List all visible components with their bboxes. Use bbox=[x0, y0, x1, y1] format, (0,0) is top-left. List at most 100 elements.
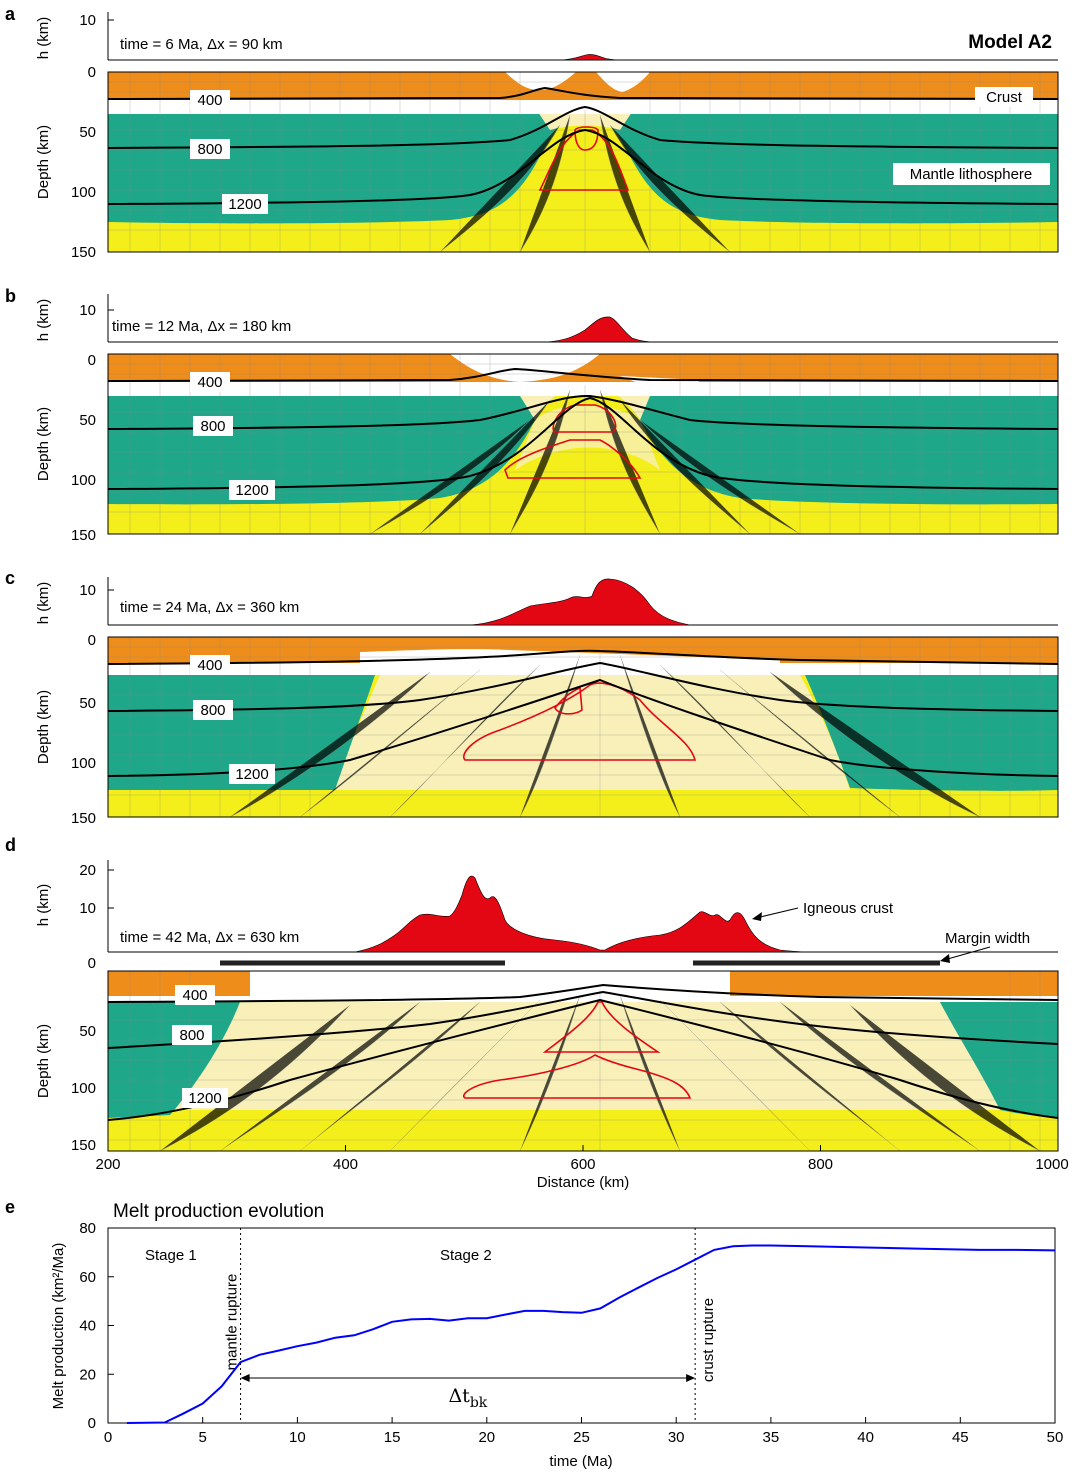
igneous-crust-arrowhead bbox=[752, 912, 762, 921]
x-tick-label: 40 bbox=[857, 1429, 874, 1446]
stage-label: Stage 2 bbox=[440, 1247, 492, 1264]
depth-tick: 0 bbox=[88, 955, 96, 972]
y-tick-label: 0 bbox=[88, 1415, 96, 1432]
h-plot-d: 20 10 h (km) time = 42 Ma, Δx = 630 km I… bbox=[35, 860, 1058, 966]
isotherms-d bbox=[108, 983, 1058, 1121]
depth-axis-c: 0 50 100 150 Depth (km) bbox=[35, 632, 96, 827]
isotherm-label: 800 bbox=[197, 141, 222, 158]
h-plot-a: 10 h (km) time = 6 Ma, Δx = 90 km bbox=[35, 12, 1058, 61]
distance-tick: 800 bbox=[808, 1156, 833, 1173]
isotherm-label: 1200 bbox=[188, 1090, 221, 1107]
isotherms-c bbox=[108, 649, 1058, 777]
info-b: time = 12 Ma, Δx = 180 km bbox=[112, 318, 291, 335]
depth-tick: 50 bbox=[79, 1023, 96, 1040]
mantle-lithosphere-a bbox=[108, 110, 1058, 224]
melt-contour-a bbox=[538, 126, 630, 191]
isotherm-label: 800 bbox=[200, 702, 225, 719]
melt-contour-c bbox=[463, 682, 697, 761]
x-tick-label: 25 bbox=[573, 1429, 590, 1446]
melt-contour-d bbox=[463, 1001, 692, 1099]
isotherm-label: 1200 bbox=[235, 482, 268, 499]
distance-tick: 400 bbox=[333, 1156, 358, 1173]
depth-axis-d: 0 50 100 150 Depth (km) bbox=[35, 955, 96, 1154]
isotherm-label: 400 bbox=[197, 657, 222, 674]
panel-letter-b: b bbox=[5, 286, 16, 306]
panel-letter-c: c bbox=[5, 568, 15, 588]
depth-axis-label-b: Depth (km) bbox=[35, 407, 52, 481]
isotherm-label: 800 bbox=[179, 1027, 204, 1044]
h-tick-d-20: 20 bbox=[79, 862, 96, 879]
depth-axis-b: 0 50 100 150 Depth (km) bbox=[35, 352, 96, 544]
margin-width-annotation: Margin width bbox=[945, 930, 1030, 947]
depth-tick: 100 bbox=[71, 1080, 96, 1097]
crust-a bbox=[108, 72, 1058, 102]
isotherm-label: 400 bbox=[182, 987, 207, 1004]
info-a: time = 6 Ma, Δx = 90 km bbox=[120, 36, 283, 53]
panel-letter-a: a bbox=[5, 4, 16, 24]
x-tick-label: 20 bbox=[478, 1429, 495, 1446]
depleted-mantle-c bbox=[330, 675, 850, 790]
melt-contour-b bbox=[504, 404, 642, 479]
depth-tick: 150 bbox=[71, 810, 96, 827]
depth-tick: 150 bbox=[71, 244, 96, 261]
depth-tick: 100 bbox=[71, 755, 96, 772]
depth-axis-label-a: Depth (km) bbox=[35, 125, 52, 199]
isotherm-label: 1200 bbox=[235, 766, 268, 783]
distance-tick: 600 bbox=[570, 1156, 595, 1173]
depth-tick: 0 bbox=[88, 632, 96, 649]
panel-b: 10 h (km) time = 12 Ma, Δx = 180 km bbox=[35, 294, 1059, 544]
h-tick-b-10: 10 bbox=[79, 302, 96, 319]
crust-annotation: Crust bbox=[986, 89, 1023, 106]
depth-tick: 150 bbox=[71, 1137, 96, 1154]
event-label: crust rupture bbox=[700, 1298, 717, 1382]
isotherm-label: 400 bbox=[197, 374, 222, 391]
crust-right-d bbox=[730, 971, 1058, 996]
x-tick-label: 15 bbox=[384, 1429, 401, 1446]
igneous-crust-c bbox=[469, 578, 691, 626]
iso-labels-d: 400 800 1200 bbox=[172, 985, 228, 1108]
h-axis-label-b: h (km) bbox=[35, 299, 52, 342]
isotherms-a bbox=[108, 86, 1058, 205]
y-tick-label: 60 bbox=[79, 1269, 96, 1286]
depth-axis-a: 0 50 100 150 Depth (km) bbox=[35, 64, 1058, 261]
event-markers: mantle rupture crust rupture bbox=[224, 1228, 717, 1423]
isotherm-label: 400 bbox=[197, 92, 222, 109]
igneous-crust-b bbox=[544, 316, 656, 343]
depth-tick: 100 bbox=[71, 184, 96, 201]
isotherms-b bbox=[108, 367, 1058, 490]
depth-tick: 50 bbox=[79, 412, 96, 429]
h-axis-label-d: h (km) bbox=[35, 884, 52, 927]
h-tick-c-10: 10 bbox=[79, 582, 96, 599]
iso-labels-b: 400 800 1200 bbox=[190, 372, 275, 500]
model-label: Model A2 bbox=[968, 32, 1052, 53]
margin-width-arrow bbox=[943, 946, 991, 961]
panel-a: 10 h (km) time = 6 Ma, Δx = 90 km bbox=[35, 12, 1059, 261]
event-label: mantle rupture bbox=[224, 1274, 241, 1371]
depth-tick: 50 bbox=[79, 695, 96, 712]
depth-tick: 0 bbox=[88, 64, 96, 81]
depth-tick: 50 bbox=[79, 124, 96, 141]
interval-arrowhead bbox=[240, 1374, 250, 1382]
info-c: time = 24 Ma, Δx = 360 km bbox=[120, 599, 299, 616]
h-plot-b: 10 h (km) time = 12 Ma, Δx = 180 km bbox=[35, 294, 1058, 343]
iso-labels-a: 400 800 1200 Crust Mantle lithosphere bbox=[190, 87, 1050, 214]
panel-d: 20 10 h (km) time = 42 Ma, Δx = 630 km I… bbox=[35, 860, 1069, 1191]
y-tick-label: 20 bbox=[79, 1366, 96, 1383]
panel-letter-d: d bbox=[5, 835, 16, 855]
chart-frame bbox=[107, 1227, 1056, 1424]
depth-tick: 0 bbox=[88, 352, 96, 369]
panel-letter-e: e bbox=[5, 1197, 15, 1217]
x-axis-label: time (Ma) bbox=[549, 1453, 612, 1470]
interval-arrowhead bbox=[686, 1374, 696, 1382]
chart-title: Melt production evolution bbox=[113, 1201, 324, 1222]
depth-axis-label-c: Depth (km) bbox=[35, 690, 52, 764]
isotherm-label: 1200 bbox=[228, 196, 261, 213]
x-tick-label: 30 bbox=[668, 1429, 685, 1446]
info-d: time = 42 Ma, Δx = 630 km bbox=[120, 929, 299, 946]
panel-c: 10 h (km) time = 24 Ma, Δx = 360 km bbox=[35, 577, 1059, 827]
y-tick-label: 40 bbox=[79, 1318, 96, 1335]
iso-labels-c: 400 800 1200 bbox=[190, 655, 275, 784]
